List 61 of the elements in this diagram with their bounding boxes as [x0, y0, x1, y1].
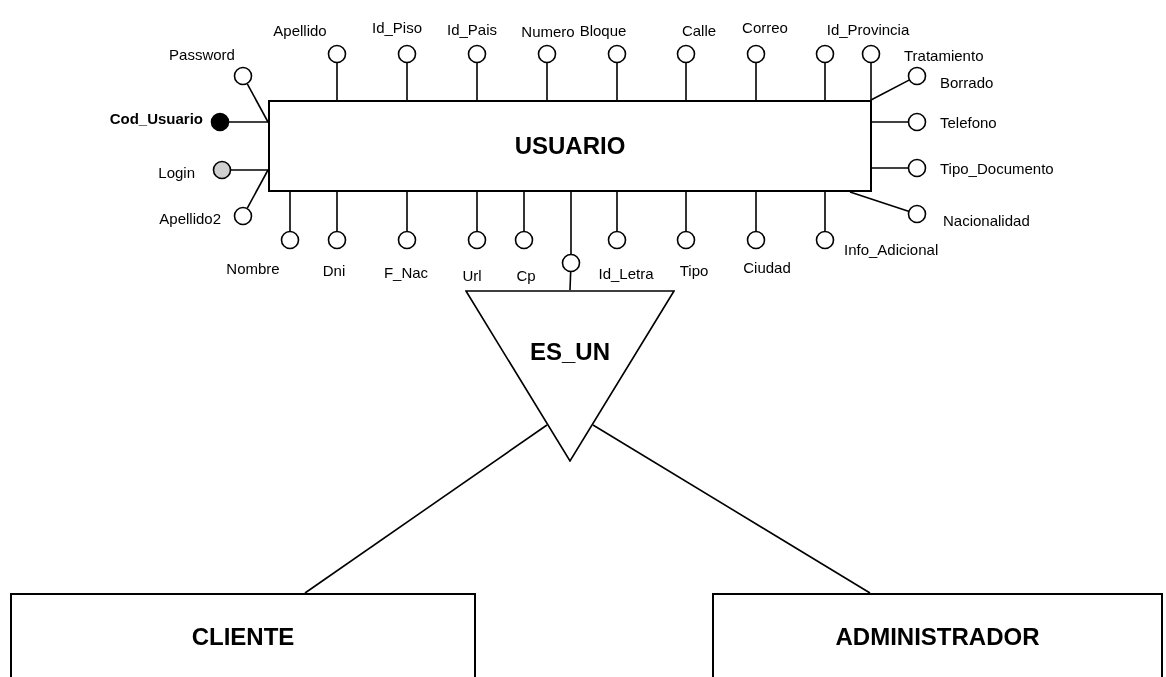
- connector-line: [336, 191, 338, 232]
- attribute-label: Tratamiento: [904, 47, 984, 63]
- entity-box: [268, 100, 872, 192]
- connector-line: [755, 191, 757, 232]
- connector-line: [616, 62, 618, 101]
- entity-name: USUARIO: [514, 132, 626, 160]
- attribute-label: Nacionalidad: [943, 212, 1030, 228]
- connector-line: [246, 169, 269, 209]
- connector-line: [824, 191, 826, 232]
- attribute-label: Cod_Usuario: [109, 110, 203, 126]
- attribute-label: Numero: [521, 23, 575, 39]
- attribute-label: Password: [169, 46, 235, 62]
- entity-box: [10, 593, 476, 677]
- attribute-label: Id_Piso: [372, 19, 422, 35]
- connector-line: [289, 191, 291, 232]
- connector-line: [824, 62, 826, 101]
- attribute-label: Apellido: [273, 22, 327, 38]
- connector-line: [476, 62, 478, 101]
- attribute-label: Login: [158, 164, 195, 180]
- attribute-label: Dni: [322, 262, 346, 278]
- relationship-name: ES_UN: [530, 340, 610, 364]
- connector-line: [569, 271, 572, 291]
- connector-line: [230, 169, 269, 171]
- connector-line: [476, 191, 478, 232]
- connector-line: [523, 191, 525, 232]
- connector-line: [592, 424, 871, 594]
- attribute-label: Ciudad: [743, 259, 791, 275]
- connector-line: [246, 83, 269, 123]
- entity-name: CLIENTE: [191, 622, 295, 651]
- connector-line: [570, 191, 572, 255]
- connector-line: [870, 62, 872, 101]
- attribute-label: Correo: [742, 19, 788, 35]
- attribute-label: Bloque: [579, 22, 627, 38]
- attribute-label: Telefono: [940, 114, 997, 130]
- connector-line: [616, 191, 618, 232]
- connector-line: [304, 424, 548, 594]
- attribute-label: Id_Pais: [447, 21, 497, 37]
- entity-name: ADMINISTRADOR: [835, 622, 1040, 651]
- attribute-label: Tipo: [679, 262, 709, 278]
- connector-line: [336, 62, 338, 101]
- attribute-label: Cp: [516, 267, 536, 283]
- attribute-label: Url: [462, 267, 482, 283]
- connector-line: [755, 62, 757, 101]
- attribute-label: Id_Provincia: [826, 21, 910, 37]
- attribute-label: Nombre: [226, 260, 280, 276]
- connector-line: [685, 62, 687, 101]
- connector-line: [406, 62, 408, 101]
- attribute-label: Id_Letra: [598, 265, 654, 281]
- attribute-label: Borrado: [940, 74, 994, 90]
- attribute-label: Tipo_Documento: [940, 160, 1054, 176]
- attribute-label: Calle: [681, 22, 717, 38]
- entity-box: [712, 593, 1163, 677]
- connector-line: [685, 191, 687, 232]
- attribute-label: Info_Adicional: [844, 241, 939, 257]
- attribute-label: F_Nac: [383, 264, 429, 280]
- connector-line: [870, 79, 910, 101]
- connector-line: [228, 121, 269, 123]
- connector-line: [849, 191, 910, 212]
- attribute-label: Apellido2: [159, 210, 221, 226]
- connector-line: [406, 191, 408, 232]
- connector-line: [546, 62, 548, 101]
